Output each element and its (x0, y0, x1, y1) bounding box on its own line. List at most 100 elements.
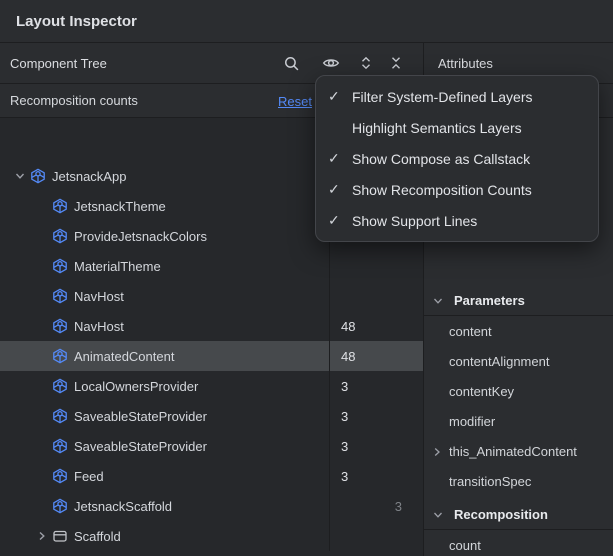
chevron-slot (32, 348, 52, 364)
chevron-slot (32, 258, 52, 274)
tree-row[interactable]: NavHost 48 (0, 311, 423, 341)
composable-icon (53, 468, 67, 484)
tree-row[interactable]: LocalOwnersProvider 3 (0, 371, 423, 401)
composable-icon (31, 168, 45, 184)
chevron-slot (32, 318, 52, 334)
checkmark-icon: ✓ (328, 212, 340, 228)
recomposition-count-cell: 3 (329, 491, 423, 521)
menu-item-label: Show Support Lines (352, 212, 478, 229)
chevron-right-icon[interactable] (431, 445, 443, 463)
menu-item[interactable]: Highlight Semantics Layers (316, 112, 598, 143)
tree-node-name: LocalOwnersProvider (74, 378, 199, 394)
tree-node-name: SaveableStateProvider (74, 408, 207, 424)
recomposition-count-cell (329, 281, 423, 311)
tree-node-name: JetsnackScaffold (74, 498, 173, 514)
recomposition-count-cell: 3 (329, 371, 423, 401)
chevron-right-icon[interactable] (32, 528, 52, 544)
checkmark-icon: ✓ (328, 181, 340, 197)
tree-row-label-area: AnimatedContent (0, 341, 329, 371)
checkmark-icon: ✓ (328, 150, 340, 166)
chevron-down-icon[interactable] (10, 168, 30, 184)
chevron-slot (32, 198, 52, 214)
tree-node-name: JetsnackApp (52, 168, 127, 184)
composable-icon (53, 288, 67, 304)
composable-icon (53, 378, 67, 394)
recomposition-count-cell: 3 (329, 461, 423, 491)
menu-item-label: Filter System-Defined Layers (352, 88, 533, 105)
composable-icon (53, 318, 67, 334)
tree-row-label-area: NavHost (0, 311, 329, 341)
tree-node-name: Feed (74, 468, 104, 484)
menu-item[interactable]: ✓ Show Recomposition Counts (316, 174, 598, 205)
tree-row[interactable]: SaveableStateProvider 3 (0, 401, 423, 431)
menu-item[interactable]: ✓Filter System-Defined Layers (316, 81, 598, 112)
recomposition-count-cell: 3 (329, 431, 423, 461)
menu-item[interactable]: ✓ Show Compose as Callstack (316, 143, 598, 174)
tree-node-name: NavHost (74, 318, 124, 334)
tree-row-label-area: MaterialTheme (0, 251, 329, 281)
tree-node-name: SaveableStateProvider (74, 438, 207, 454)
tree-row[interactable]: Feed 3 (0, 461, 423, 491)
collapse-all-icon[interactable] (384, 51, 408, 75)
tree-row-label-area: JetsnackScaffold (0, 491, 329, 521)
tree-row-label-area: SaveableStateProvider (0, 431, 329, 461)
tree-row[interactable]: Scaffold (0, 521, 423, 551)
tree-row-label-area: SaveableStateProvider (0, 401, 329, 431)
composable-icon (53, 198, 67, 214)
attr-item-contentalignment[interactable]: contentAlignment (449, 353, 550, 369)
chevron-slot (32, 408, 52, 424)
menu-item-label: Show Compose as Callstack (352, 150, 531, 167)
section-separator (424, 315, 613, 316)
chevron-slot (32, 228, 52, 244)
parameters-section-title: Parameters (454, 292, 525, 308)
page-title: Layout Inspector (16, 12, 137, 30)
recomposition-count-cell: 48 (329, 311, 423, 341)
tree-row-label-area: JetsnackApp (0, 161, 329, 191)
tree-row[interactable]: JetsnackScaffold 3 (0, 491, 423, 521)
recomposition-count-cell: 3 (329, 401, 423, 431)
search-icon[interactable] (279, 51, 303, 75)
recomposition-count-cell (329, 521, 423, 551)
menu-item[interactable]: ✓ Show Support Lines (316, 205, 598, 236)
composable-icon (53, 498, 67, 514)
attr-item-content[interactable]: content (449, 323, 492, 339)
recomposition-count-cell (329, 251, 423, 281)
expand-all-icon[interactable] (354, 51, 378, 75)
attr-item-modifier[interactable]: modifier (449, 413, 496, 429)
tree-node-name: Scaffold (74, 528, 121, 544)
chevron-slot (32, 498, 52, 514)
tree-node-name: MaterialTheme (74, 258, 161, 274)
composable-icon (53, 258, 67, 274)
attr-item-transitionspec[interactable]: transitionSpec (449, 473, 532, 489)
tree-row[interactable]: MaterialTheme (0, 251, 423, 281)
recomposition-counts-label: Recomposition counts (10, 93, 138, 108)
tree-row[interactable]: SaveableStateProvider 3 (0, 431, 423, 461)
tree-node-name: ProvideJetsnackColors (74, 228, 207, 244)
composable-icon (53, 438, 67, 454)
eye-icon[interactable] (319, 51, 343, 75)
chevron-down-icon (432, 294, 444, 312)
parameters-section-header[interactable]: Parameters (424, 285, 613, 315)
section-separator (424, 529, 613, 530)
reset-counts-link[interactable]: Reset (278, 93, 312, 109)
component-tree: JetsnackApp JetsnackTheme ProvideJetsnac… (0, 161, 423, 556)
menu-item-label: Show Recomposition Counts (352, 181, 532, 198)
attributes-title: Attributes (438, 55, 493, 71)
tree-row-label-area: Scaffold (0, 521, 329, 551)
recomposition-count-cell: 48 (329, 341, 423, 371)
tree-row[interactable]: NavHost (0, 281, 423, 311)
composable-icon (53, 408, 67, 424)
attr-item-contentkey[interactable]: contentKey (449, 383, 515, 399)
chevron-slot (32, 378, 52, 394)
tree-row-label-area: LocalOwnersProvider (0, 371, 329, 401)
tree-row[interactable]: JetsnackApp (0, 161, 423, 191)
recomposition-section-header[interactable]: Recomposition (424, 499, 613, 529)
attr-item-count[interactable]: count (449, 538, 481, 553)
attr-item-this-animatedcontent[interactable]: this_AnimatedContent (424, 436, 613, 466)
tree-node-name: JetsnackTheme (74, 198, 166, 214)
tree-row-label-area: ProvideJetsnackColors (0, 221, 329, 251)
chevron-slot (32, 438, 52, 454)
